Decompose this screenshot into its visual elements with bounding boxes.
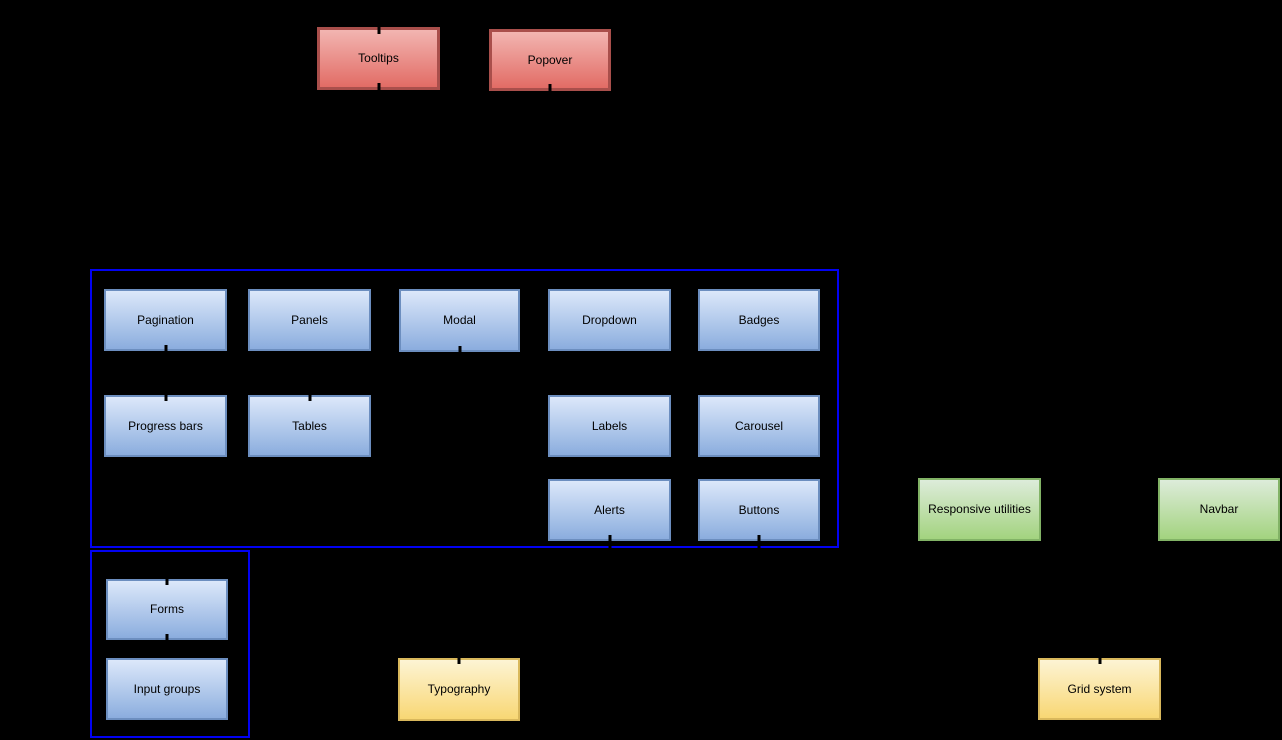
node-label: Dropdown <box>582 312 637 327</box>
node-labels[interactable]: Labels <box>548 395 671 457</box>
node-label: Buttons <box>738 502 780 517</box>
connector-stub <box>377 83 380 91</box>
connector-stub <box>1098 656 1101 664</box>
node-label: Tooltips <box>358 51 399 66</box>
connector-stub <box>548 84 552 92</box>
node-label: Labels <box>591 418 628 433</box>
node-buttons[interactable]: Buttons <box>698 479 820 549</box>
node-label: Popover <box>527 52 573 67</box>
node-label: Badges <box>738 312 780 327</box>
node-pagination[interactable]: Pagination <box>104 289 227 353</box>
connector-stub <box>308 393 311 401</box>
node-tooltips[interactable]: Tooltips <box>317 26 440 91</box>
node-input-groups[interactable]: Input groups <box>106 658 228 720</box>
node-navbar[interactable]: Navbar <box>1158 478 1280 541</box>
node-tables[interactable]: Tables <box>248 393 371 457</box>
connector-stub <box>165 577 169 585</box>
node-label: Grid system <box>1067 681 1132 696</box>
node-label: Panels <box>291 312 328 327</box>
node-popover[interactable]: Popover <box>489 29 611 92</box>
connector-stub <box>608 535 611 549</box>
node-badges[interactable]: Badges <box>698 289 820 351</box>
node-alerts[interactable]: Alerts <box>548 479 671 549</box>
connector-stub <box>164 393 167 401</box>
node-label: Forms <box>150 602 184 617</box>
group-forms[interactable] <box>90 550 250 738</box>
node-progress-bars[interactable]: Progress bars <box>104 393 227 457</box>
node-dropdown[interactable]: Dropdown <box>548 289 671 351</box>
node-label: Modal <box>443 313 476 328</box>
connector-stub <box>457 656 461 664</box>
group-components[interactable] <box>90 269 839 548</box>
connector-stub <box>165 634 169 642</box>
node-label: Responsive utilities <box>928 502 1031 517</box>
node-typography[interactable]: Typography <box>398 656 520 721</box>
node-forms[interactable]: Forms <box>106 577 228 642</box>
node-label: Carousel <box>734 418 784 433</box>
node-label: Input groups <box>133 681 201 696</box>
connector-stub <box>757 535 761 549</box>
node-label: Typography <box>427 682 491 697</box>
node-label: Navbar <box>1199 502 1239 517</box>
node-label: Progress bars <box>128 418 203 433</box>
node-label: Alerts <box>594 502 625 517</box>
connector-stub <box>458 346 461 354</box>
node-label: Tables <box>292 418 327 433</box>
node-panels[interactable]: Panels <box>248 289 371 351</box>
node-carousel[interactable]: Carousel <box>698 395 820 457</box>
node-modal[interactable]: Modal <box>399 289 520 354</box>
connector-stub <box>377 26 380 34</box>
node-responsive-utilities[interactable]: Responsive utilities <box>918 478 1041 541</box>
connector-stub <box>164 345 167 353</box>
node-label: Pagination <box>137 312 194 327</box>
node-grid-system[interactable]: Grid system <box>1038 656 1161 720</box>
